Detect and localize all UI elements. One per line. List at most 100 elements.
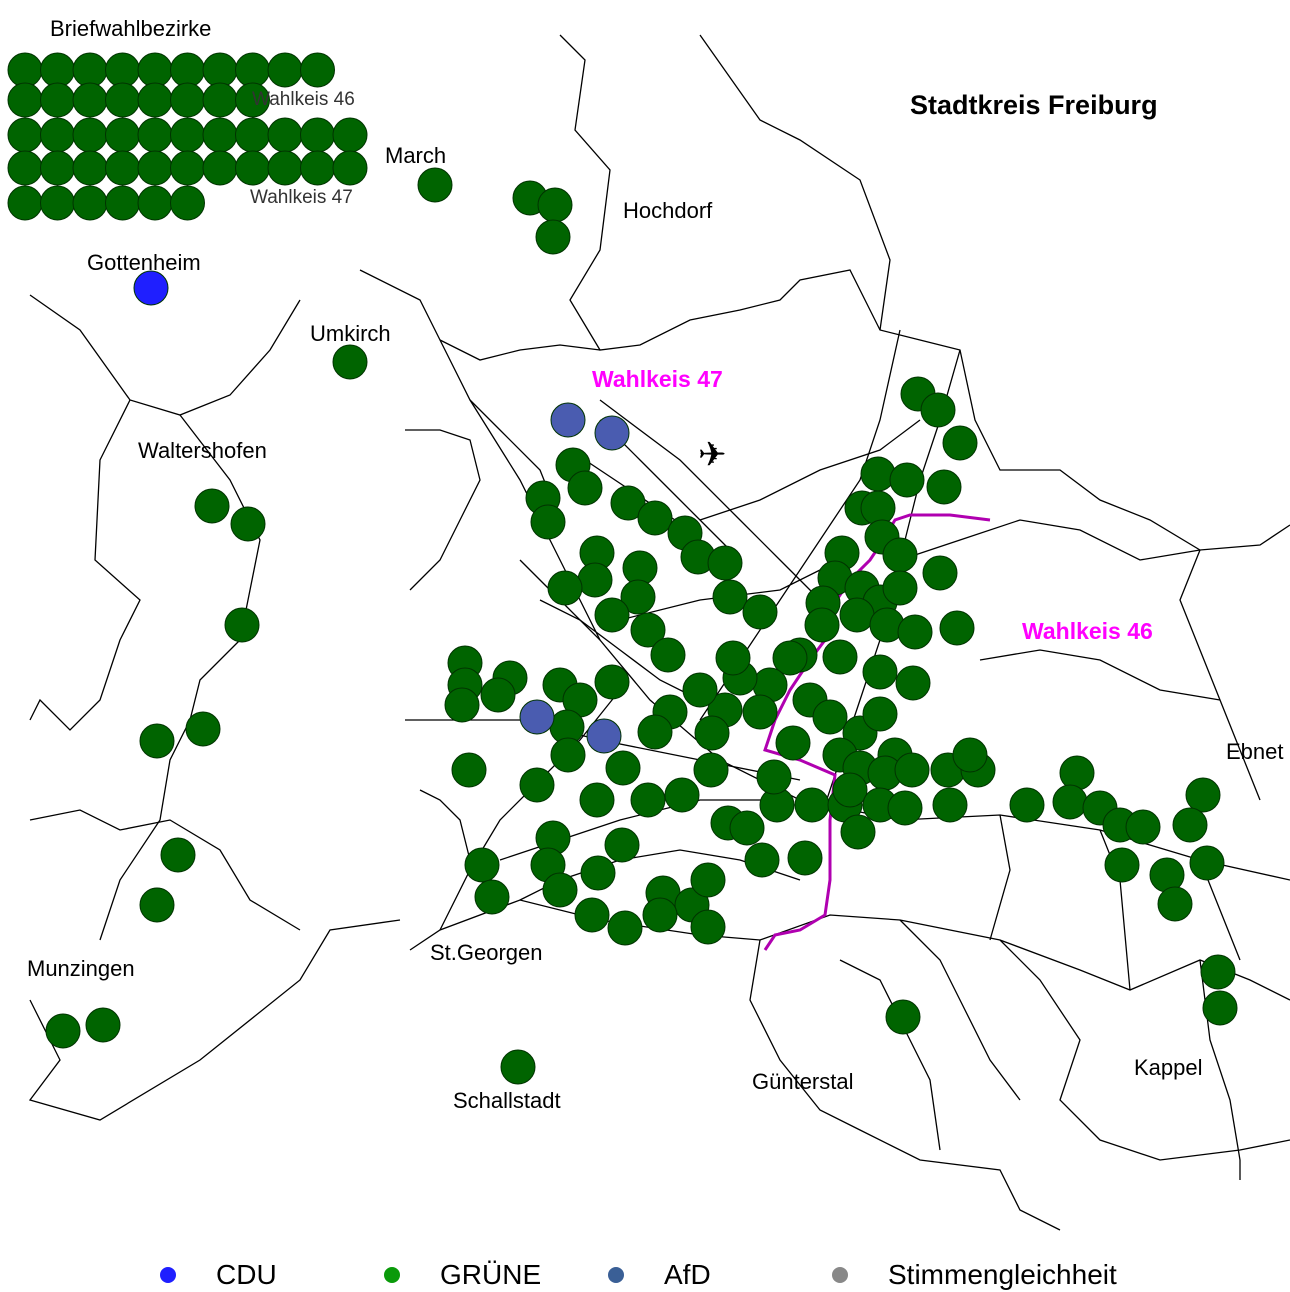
precinct-marker-gruene <box>202 52 238 88</box>
precinct-marker-gruene <box>926 469 962 505</box>
precinct-marker-gruene <box>630 782 666 818</box>
legend-item-stimmengleichheit: Stimmengleichheit <box>832 1258 1117 1292</box>
precinct-marker-gruene <box>72 52 108 88</box>
precinct-marker-gruene <box>235 52 270 88</box>
precinct-marker-gruene <box>332 117 368 153</box>
precinct-marker-gruene <box>607 910 643 946</box>
precinct-marker-gruene <box>630 612 666 648</box>
precinct-marker-gruene <box>882 570 918 606</box>
precinct-marker-afd <box>550 402 586 438</box>
precinct-marker-gruene <box>742 594 778 630</box>
precinct-marker-gruene <box>105 185 140 221</box>
precinct-marker-gruene <box>40 185 75 221</box>
precinct-marker-gruene <box>1052 784 1088 820</box>
precinct-marker-gruene <box>594 597 630 633</box>
inset-label-47: Wahlkeis 47 <box>250 187 353 208</box>
precinct-marker-gruene <box>610 485 646 521</box>
precinct-marker-gruene <box>170 52 205 88</box>
precinct-marker-gruene <box>694 715 730 751</box>
precinct-marker-gruene <box>332 150 368 186</box>
precinct-marker-gruene <box>1172 807 1208 843</box>
district-label-46: Wahlkeis 46 <box>1022 618 1153 644</box>
precinct-marker-gruene <box>185 711 221 747</box>
precinct-marker-gruene <box>40 52 75 88</box>
precinct-marker-gruene <box>604 827 640 863</box>
precinct-marker-gruene <box>637 714 673 750</box>
precinct-marker-gruene <box>500 1049 536 1085</box>
legend-label-cdu: CDU <box>216 1259 277 1290</box>
place-label-guenterstal: Günterstal <box>752 1069 854 1094</box>
precinct-marker-gruene <box>267 117 303 153</box>
precinct-marker-gruene <box>40 150 75 186</box>
precinct-marker-gruene <box>1149 857 1185 893</box>
precinct-marker-gruene <box>542 872 578 908</box>
precinct-marker-gruene <box>939 610 975 646</box>
precinct-marker-gruene <box>170 82 205 118</box>
precinct-marker-gruene <box>567 470 603 506</box>
precinct-marker-gruene <box>804 607 840 643</box>
precinct-marker-gruene <box>1009 787 1045 823</box>
precinct-marker-gruene <box>137 52 173 88</box>
precinct-marker-gruene <box>85 1007 121 1043</box>
precinct-marker-gruene <box>1185 777 1221 813</box>
precinct-marker-afd <box>594 415 630 451</box>
precinct-marker-gruene <box>650 637 686 673</box>
precinct-marker-gruene <box>942 425 978 461</box>
map-title: Stadtkreis Freiburg <box>910 90 1158 120</box>
precinct-marker-gruene <box>202 117 238 153</box>
precinct-marker-gruene <box>839 597 875 633</box>
legend-label-afd: AfD <box>664 1259 711 1290</box>
precinct-marker-gruene <box>7 185 43 221</box>
precinct-marker-gruene <box>932 787 968 823</box>
precinct-marker-gruene <box>451 752 487 788</box>
precinct-marker-gruene <box>1104 847 1140 883</box>
precinct-marker-gruene <box>690 909 726 945</box>
precinct-marker-gruene <box>637 500 673 536</box>
precinct-marker-gruene <box>690 862 726 898</box>
inset-label-46: Wahlkeis 46 <box>252 89 355 110</box>
precinct-marker-gruene <box>40 117 75 153</box>
precinct-marker-gruene <box>474 879 510 915</box>
place-label-schallstadt: Schallstadt <box>453 1088 561 1113</box>
precinct-marker-gruene <box>194 488 230 524</box>
precinct-marker-gruene <box>895 665 931 701</box>
precinct-marker-gruene <box>664 777 700 813</box>
precinct-marker-gruene <box>72 117 108 153</box>
precinct-marker-gruene <box>105 52 140 88</box>
precinct-marker-gruene <box>137 82 173 118</box>
precinct-marker-gruene <box>1059 755 1095 791</box>
precinct-marker-gruene <box>137 117 173 153</box>
precinct-marker-gruene <box>40 82 75 118</box>
district-label-47: Wahlkeis 47 <box>592 366 723 392</box>
legend-swatch-stimmengleichheit <box>832 1267 848 1283</box>
place-label-umkirch: Umkirch <box>310 321 391 346</box>
precinct-marker-gruene <box>105 150 140 186</box>
precinct-marker-gruene <box>202 82 238 118</box>
precinct-marker-afd <box>586 718 622 754</box>
precinct-marker-gruene <box>772 640 808 676</box>
place-label-hochdorf: Hochdorf <box>623 198 713 223</box>
precinct-marker-gruene <box>267 52 303 88</box>
precinct-marker-gruene <box>72 150 108 186</box>
precinct-marker-gruene <box>519 767 555 803</box>
precinct-marker-gruene <box>742 694 778 730</box>
place-label-munzingen: Munzingen <box>27 956 135 981</box>
precinct-marker-gruene <box>444 687 480 723</box>
precinct-marker-gruene <box>1125 809 1161 845</box>
legend: CDU GRÜNE AfD Stimmengleichheit <box>0 1258 1290 1292</box>
precinct-marker-gruene <box>45 1013 81 1049</box>
precinct-marker-gruene <box>7 52 43 88</box>
precinct-marker-gruene <box>579 782 615 818</box>
precinct-marker-gruene <box>464 847 500 883</box>
precinct-marker-gruene <box>775 725 811 761</box>
place-label-gottenheim: Gottenheim <box>87 250 201 275</box>
place-label-waltershofen: Waltershofen <box>138 438 267 463</box>
legend-item-gruene: GRÜNE <box>384 1258 541 1292</box>
precinct-marker-gruene <box>300 117 335 153</box>
precinct-marker-gruene <box>137 185 173 221</box>
precinct-marker-gruene <box>885 999 921 1035</box>
place-label-st-georgen: St.Georgen <box>430 940 543 965</box>
precinct-marker-afd <box>519 699 555 735</box>
precinct-marker-gruene <box>707 545 743 581</box>
precinct-marker-gruene <box>530 504 566 540</box>
